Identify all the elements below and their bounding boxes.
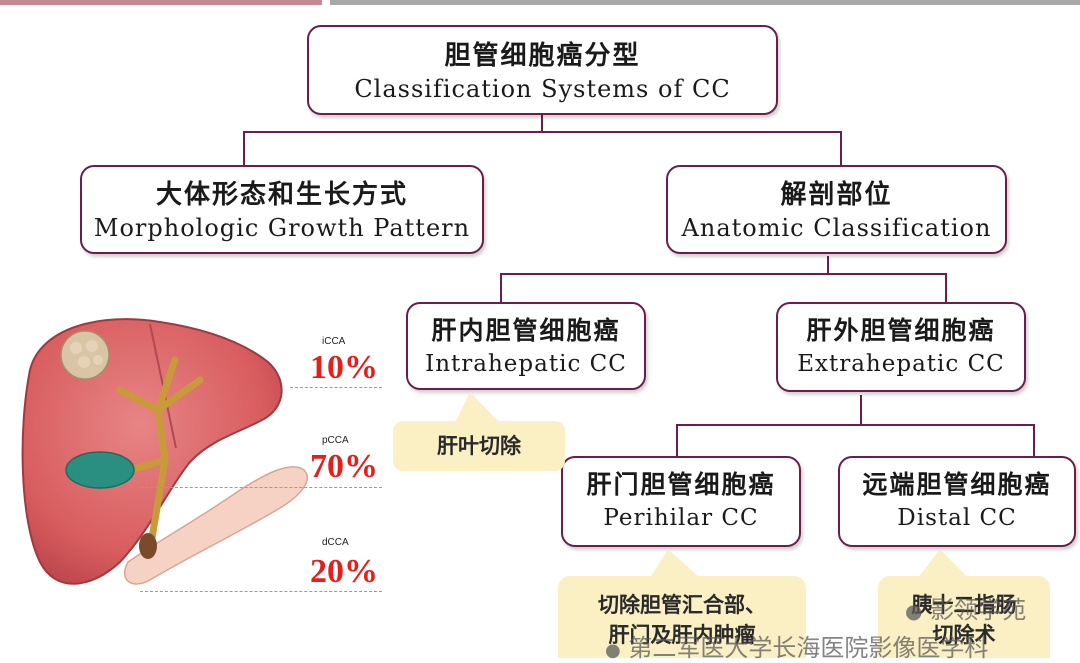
callout-lobectomy-text: 肝叶切除: [437, 434, 521, 458]
pcca-dotline: [140, 487, 382, 488]
liver-shape: [21, 318, 283, 585]
root-node-en: Classification Systems of CC: [354, 75, 731, 103]
watermark-brand-text: 影领学苑: [930, 596, 1027, 624]
connector-anat-down: [827, 256, 829, 274]
connector-level1-right: [840, 131, 842, 166]
morphologic-node: 大体形态和生长方式 Morphologic Growth Pattern: [80, 165, 484, 254]
distal-node: 远端胆管细胞癌 Distal CC: [838, 456, 1076, 547]
morphologic-node-zh: 大体形态和生长方式: [155, 180, 408, 210]
connector-level2-bar: [500, 273, 947, 275]
dcca-dotline: [140, 591, 382, 592]
liver-illustration: [21, 318, 309, 585]
perihilar-node: 肝门胆管细胞癌 Perihilar CC: [561, 456, 801, 547]
top-accent-bar-left: [0, 0, 322, 5]
gallbladder: [65, 451, 135, 489]
callout-perihilar-resection: 切除胆管汇合部、 肝门及肝内肿瘤: [558, 576, 806, 658]
watermark-footer: ● 第二军医大学长海医院影像医学科: [605, 628, 988, 663]
anatomic-node-zh: 解剖部位: [780, 180, 893, 210]
wechat-icon: ●: [905, 599, 923, 623]
morphologic-node-en: Morphologic Growth Pattern: [93, 214, 471, 242]
connector-level2-right: [945, 273, 947, 303]
connector-level3-bar: [676, 424, 1035, 426]
callout-whipple-line2: 切除术: [932, 623, 996, 647]
bile-duct-tree: [116, 356, 204, 554]
intrahepatic-node-en: Intrahepatic CC: [425, 351, 627, 377]
perihilar-node-en: Perihilar CC: [603, 505, 759, 531]
connector-level3-left: [676, 424, 678, 456]
connector-level3-right: [1033, 424, 1035, 456]
tumor-mass: [60, 330, 110, 380]
dcca-percent: 20%: [310, 553, 378, 590]
watermark-brand: ● 影领学苑: [905, 590, 1026, 625]
anatomic-node-en: Anatomic Classification: [681, 214, 992, 242]
anatomic-node: 解剖部位 Anatomic Classification: [666, 165, 1007, 254]
root-node-zh: 胆管细胞癌分型: [444, 41, 641, 71]
icca-percent: 10%: [310, 349, 378, 386]
top-accent-bar-right: [330, 0, 1080, 5]
icca-dotline: [290, 387, 382, 388]
distal-node-en: Distal CC: [897, 505, 1017, 531]
connector-level2-left: [500, 273, 502, 303]
callout-perihilar-line2: 肝门及肝内肿瘤: [608, 623, 756, 647]
extrahepatic-node: 肝外胆管细胞癌 Extrahepatic CC: [776, 302, 1026, 392]
connector-level1-left: [243, 131, 245, 166]
intrahepatic-node-zh: 肝内胆管细胞癌: [431, 316, 621, 345]
callout-lobectomy: 肝叶切除: [393, 421, 565, 471]
connector-extra-down: [860, 395, 862, 425]
connector-level1-bar: [243, 131, 842, 133]
watermark-footer-icon: ●: [605, 640, 621, 661]
pancreas-shape: [123, 466, 309, 585]
extrahepatic-node-zh: 肝外胆管细胞癌: [806, 316, 996, 345]
watermark-footer-text: 第二军医大学长海医院影像医学科: [628, 634, 989, 662]
pcca-label: pCCA: [322, 435, 349, 446]
connector-root-down: [541, 114, 543, 132]
root-node: 胆管细胞癌分型 Classification Systems of CC: [307, 25, 778, 115]
callout-whipple: 胰十二指肠 切除术: [878, 576, 1050, 658]
distal-node-zh: 远端胆管细胞癌: [862, 470, 1052, 499]
dcca-label: dCCA: [322, 537, 349, 548]
callout-whipple-line1: 胰十二指肠: [911, 593, 1017, 617]
extrahepatic-node-en: Extrahepatic CC: [797, 351, 1005, 377]
callout-perihilar-line1: 切除胆管汇合部、: [598, 593, 766, 617]
perihilar-node-zh: 肝门胆管细胞癌: [586, 470, 776, 499]
pcca-percent: 70%: [310, 448, 378, 485]
intrahepatic-node: 肝内胆管细胞癌 Intrahepatic CC: [406, 302, 646, 390]
icca-label: iCCA: [322, 336, 346, 347]
